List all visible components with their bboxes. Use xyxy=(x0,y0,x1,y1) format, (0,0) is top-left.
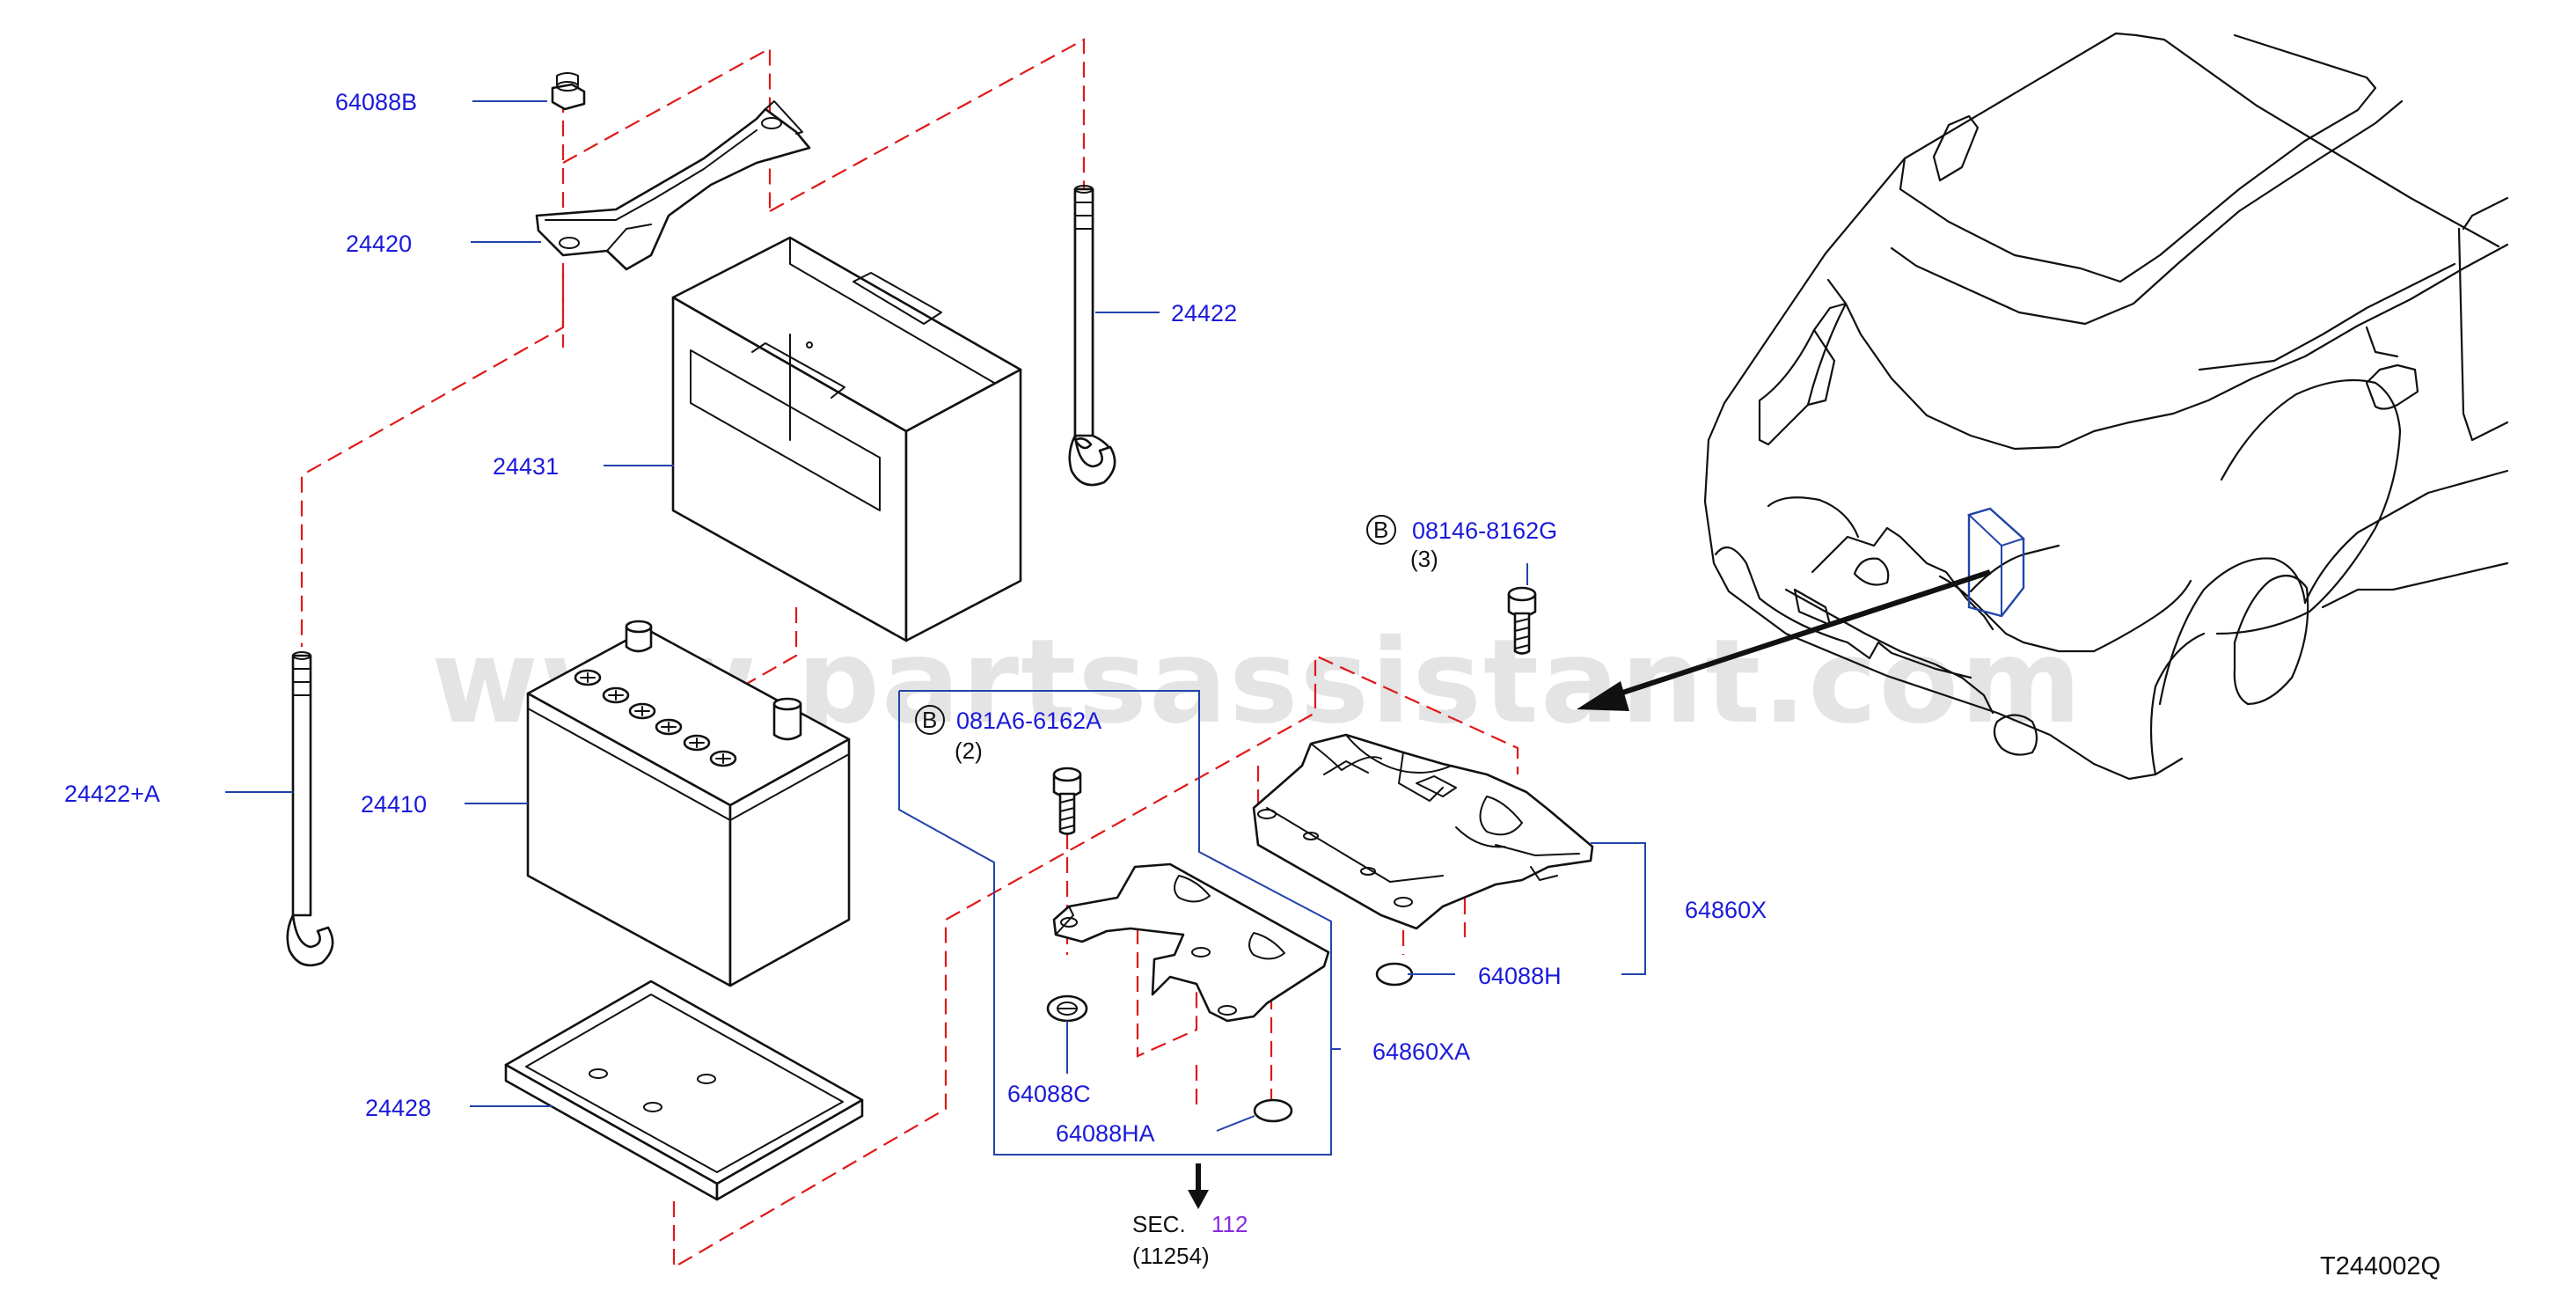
label-bolt-081a6-qty: (2) xyxy=(955,737,983,764)
label-64088c[interactable]: 64088C xyxy=(1007,1081,1091,1107)
label-64088h[interactable]: 64088H xyxy=(1478,963,1562,989)
section-arrow xyxy=(1188,1163,1209,1209)
section-number-link[interactable]: 112 xyxy=(1211,1211,1248,1237)
tray-24428[interactable] xyxy=(504,980,864,1201)
rod-24422[interactable] xyxy=(1068,185,1116,487)
diagram-code: T244002Q xyxy=(2320,1252,2441,1280)
bolt-081a6-6162a[interactable] xyxy=(1052,767,1082,835)
location-arrow xyxy=(1577,569,1991,711)
label-24422[interactable]: 24422 xyxy=(1171,300,1237,326)
battery-24410[interactable] xyxy=(526,620,851,987)
label-24410[interactable]: 24410 xyxy=(361,791,427,818)
label-bolt-081a6-code[interactable]: 081A6-6162A xyxy=(956,708,1101,734)
label-64088ha[interactable]: 64088HA xyxy=(1056,1120,1155,1147)
rod-24422a[interactable] xyxy=(286,651,334,967)
plug-64088ha[interactable] xyxy=(1253,1098,1293,1123)
label-64860x[interactable]: 64860X xyxy=(1685,897,1767,923)
battery-caps xyxy=(574,669,737,767)
label-24420[interactable]: 24420 xyxy=(346,231,412,257)
bracket-24420[interactable] xyxy=(535,100,811,271)
plug-64088h[interactable] xyxy=(1375,962,1414,987)
label-64088b[interactable]: 64088B xyxy=(335,89,417,115)
nut-64088b[interactable] xyxy=(551,72,586,111)
label-08146-code[interactable]: 08146-8162G xyxy=(1412,517,1557,544)
label-08146-qty: (3) xyxy=(1410,546,1438,572)
svg-text:B: B xyxy=(922,707,937,733)
battery-cover-24431[interactable] xyxy=(671,236,1022,642)
section-prefix: SEC. xyxy=(1132,1211,1186,1237)
label-24422a[interactable]: 24422+A xyxy=(64,781,160,807)
bolt-marker-081a6: B xyxy=(915,705,945,735)
svg-text:B: B xyxy=(1373,517,1388,543)
label-24428[interactable]: 24428 xyxy=(365,1095,431,1121)
clip-64088c[interactable] xyxy=(1046,994,1088,1023)
label-24431[interactable]: 24431 xyxy=(493,453,559,480)
leader-lines xyxy=(225,100,1646,1156)
battery-location-box xyxy=(1967,507,2025,618)
bolt-marker-08146: B xyxy=(1366,515,1396,545)
bracket-64860xa[interactable] xyxy=(1052,862,1330,1023)
section-sub-ref: (11254) xyxy=(1132,1243,1210,1269)
vehicle-illustration xyxy=(1703,32,2509,781)
bolt-08146-8162g[interactable] xyxy=(1507,586,1537,655)
base-64860x[interactable] xyxy=(1252,733,1594,930)
label-64860xa[interactable]: 64860XA xyxy=(1372,1038,1470,1065)
